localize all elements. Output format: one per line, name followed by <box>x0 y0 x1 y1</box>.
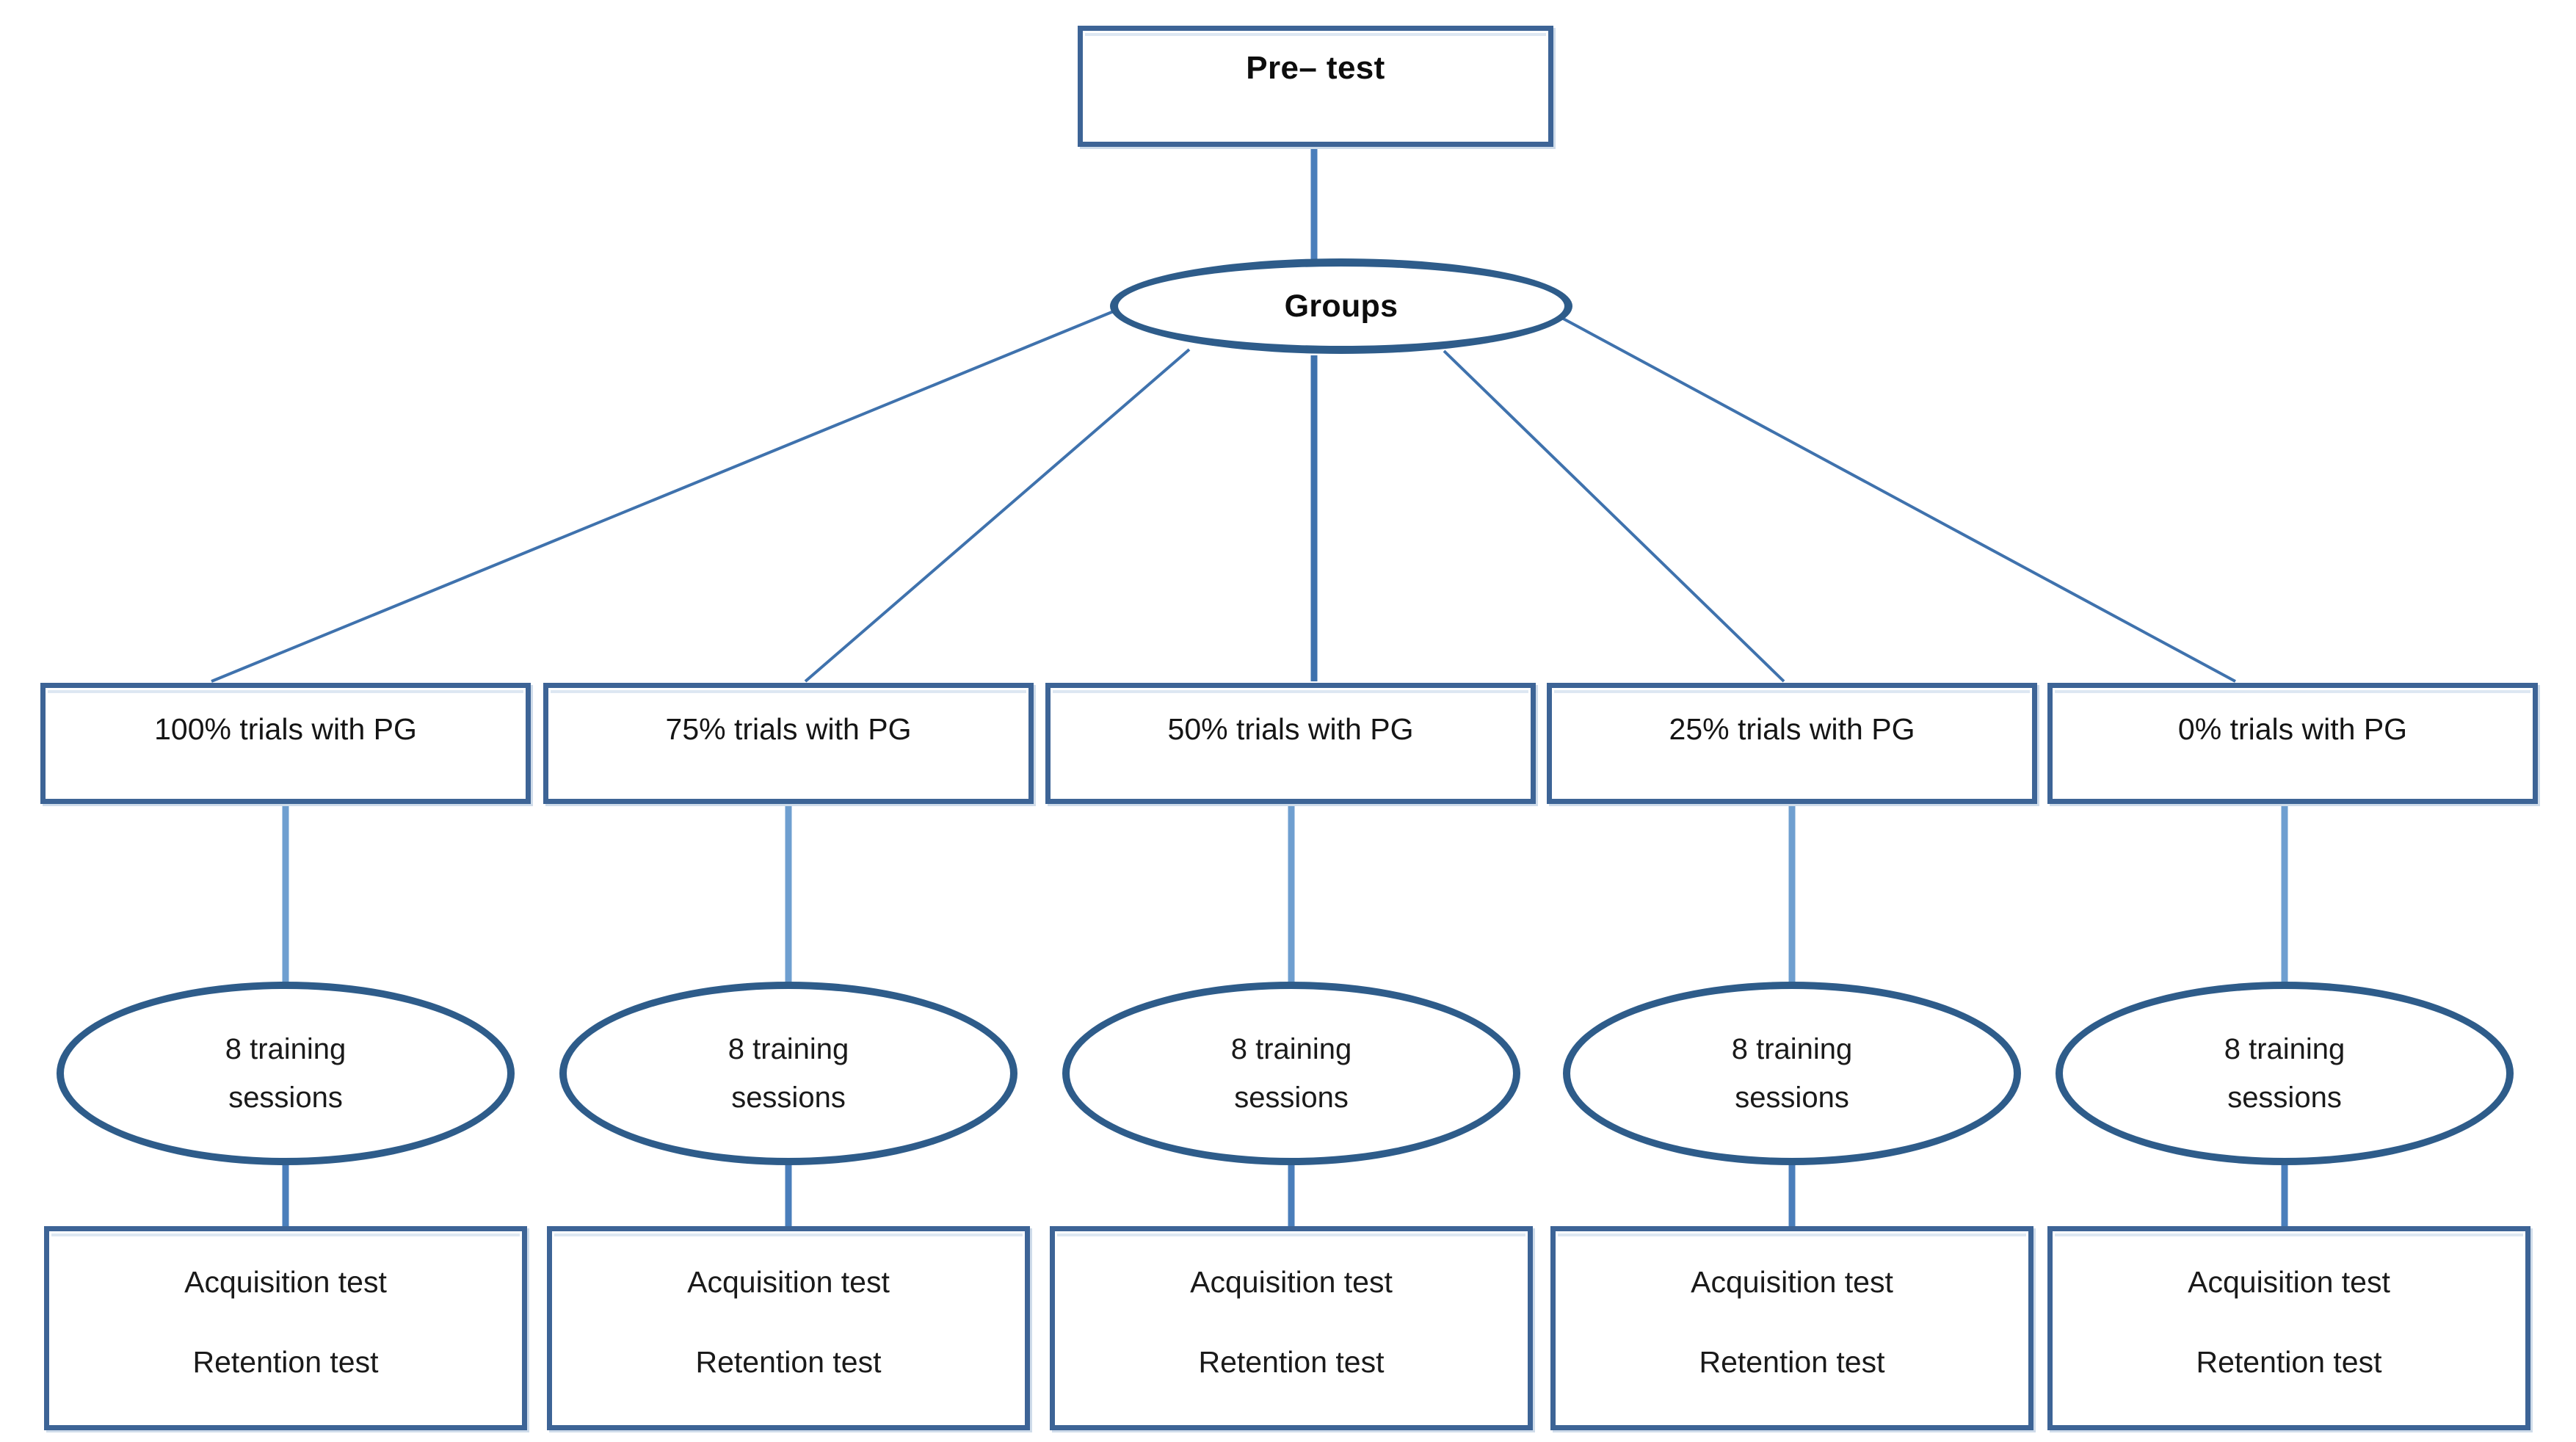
acquisition-test-label-1: Acquisition test <box>184 1265 387 1299</box>
tests-box-5[interactable]: Acquisition test Retention test <box>2047 1226 2530 1430</box>
tests-box-1[interactable]: Acquisition test Retention test <box>44 1226 527 1430</box>
edge-groups-to-group4 <box>1443 349 1785 683</box>
box-inner-rule <box>1053 690 1528 693</box>
acquisition-test-label-4: Acquisition test <box>1691 1265 1893 1299</box>
training-label-5-line1: 8 training <box>2224 1033 2345 1065</box>
condition-label-1: 100% trials with PG <box>154 712 417 746</box>
retention-test-label-4: Retention test <box>1699 1345 1885 1379</box>
training-ellipse-3[interactable]: 8 training sessions <box>1062 982 1520 1165</box>
training-label-1-line2: sessions <box>228 1082 343 1114</box>
condition-label-4: 25% trials with PG <box>1669 712 1915 746</box>
training-label-1-line1: 8 training <box>225 1033 347 1065</box>
training-label-4-line2: sessions <box>1735 1082 1849 1114</box>
box-inner-rule <box>51 1233 520 1236</box>
tests-box-4[interactable]: Acquisition test Retention test <box>1550 1226 2033 1430</box>
acquisition-test-label-3: Acquisition test <box>1190 1265 1393 1299</box>
tests-box-2[interactable]: Acquisition test Retention test <box>547 1226 1030 1430</box>
box-inner-rule <box>1085 33 1546 36</box>
box-inner-rule <box>554 1233 1023 1236</box>
box-inner-rule <box>48 690 523 693</box>
training-label-4-line1: 8 training <box>1731 1033 1853 1065</box>
groups-ellipse[interactable]: Groups <box>1110 258 1572 354</box>
training-ellipse-4[interactable]: 8 training sessions <box>1563 982 2021 1165</box>
condition-label-5: 0% trials with PG <box>2177 712 2408 746</box>
training-label-2-line2: sessions <box>731 1082 846 1114</box>
pre-test-label: Pre– test <box>1246 50 1385 86</box>
edge-groups-to-group5 <box>1557 314 2236 683</box>
condition-box-3[interactable]: 50% trials with PG <box>1045 683 1536 804</box>
edge-groups-to-group2 <box>804 348 1191 683</box>
edge-groups-to-group1 <box>211 310 1114 683</box>
condition-box-2[interactable]: 75% trials with PG <box>543 683 1034 804</box>
training-label-2-line1: 8 training <box>728 1033 849 1065</box>
condition-box-5[interactable]: 0% trials with PG <box>2047 683 2538 804</box>
training-ellipse-1[interactable]: 8 training sessions <box>57 982 515 1165</box>
condition-box-4[interactable]: 25% trials with PG <box>1547 683 2037 804</box>
condition-label-2: 75% trials with PG <box>665 712 912 746</box>
tests-box-3[interactable]: Acquisition test Retention test <box>1050 1226 1533 1430</box>
training-ellipse-5[interactable]: 8 training sessions <box>2056 982 2514 1165</box>
box-inner-rule <box>1554 690 2030 693</box>
acquisition-test-label-5: Acquisition test <box>2188 1265 2390 1299</box>
retention-test-label-1: Retention test <box>192 1345 379 1379</box>
training-label-3-line1: 8 training <box>1230 1033 1352 1065</box>
box-inner-rule <box>1057 1233 1525 1236</box>
training-label-3-line2: sessions <box>1234 1082 1349 1114</box>
box-inner-rule <box>2055 1233 2523 1236</box>
training-label-5-line2: sessions <box>2227 1082 2342 1114</box>
training-ellipse-2[interactable]: 8 training sessions <box>559 982 1017 1165</box>
retention-test-label-2: Retention test <box>695 1345 882 1379</box>
acquisition-test-label-2: Acquisition test <box>687 1265 890 1299</box>
pre-test-box[interactable]: Pre– test <box>1078 26 1553 147</box>
box-inner-rule <box>2055 690 2530 693</box>
groups-label: Groups <box>1284 288 1398 324</box>
retention-test-label-3: Retention test <box>1198 1345 1385 1379</box>
box-inner-rule <box>551 690 1026 693</box>
condition-label-3: 50% trials with PG <box>1167 712 1414 746</box>
box-inner-rule <box>1558 1233 2026 1236</box>
condition-box-1[interactable]: 100% trials with PG <box>40 683 531 804</box>
retention-test-label-5: Retention test <box>2196 1345 2382 1379</box>
